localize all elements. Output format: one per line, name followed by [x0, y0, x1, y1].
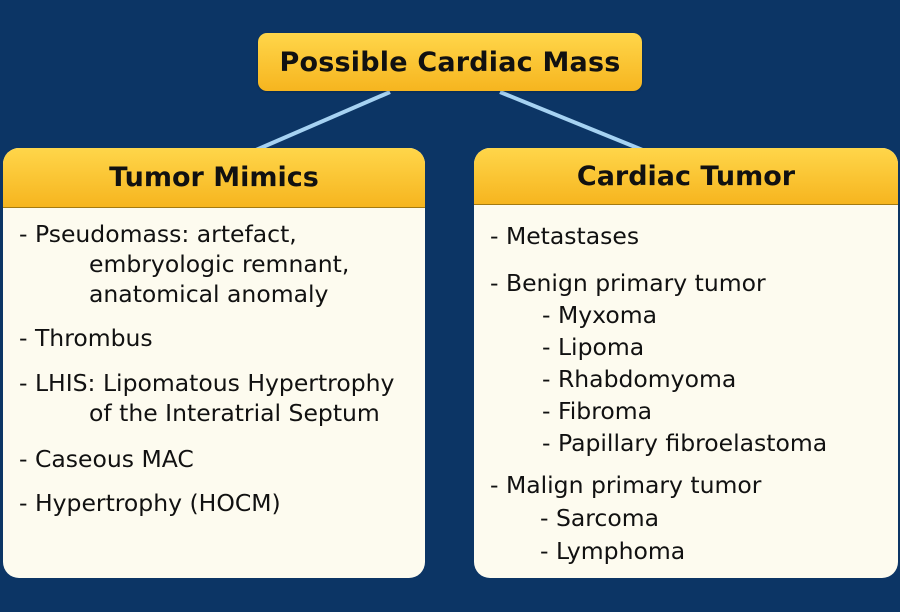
tumor-item-malign-primary: - Malign primary tumor	[490, 471, 762, 499]
tumor-subitem-rhabdomyoma: - Rhabdomyoma	[542, 365, 737, 393]
tumor-mimics-card: Tumor Mimics - Pseudomass: artefact, emb…	[3, 148, 425, 578]
tumor-mimics-header: Tumor Mimics	[3, 148, 425, 208]
mimic-item-caseous-mac: - Caseous MAC	[19, 445, 194, 473]
tumor-subitem-sarcoma: - Sarcoma	[540, 504, 660, 532]
mimic-item-pseudomass-line3: anatomical anomaly	[89, 280, 329, 308]
connector-to-tumor-mimics	[255, 90, 391, 152]
tumor-mimics-title: Tumor Mimics	[109, 162, 319, 193]
tumor-subitem-myxoma: - Myxoma	[542, 301, 657, 329]
connector-to-cardiac-tumor	[499, 90, 646, 153]
mimic-item-thrombus: - Thrombus	[19, 324, 153, 352]
tumor-subitem-lymphoma: - Lymphoma	[540, 537, 686, 565]
tumor-item-benign-primary: - Benign primary tumor	[490, 269, 766, 297]
mimic-item-lhis-line2: of the Interatrial Septum	[89, 399, 380, 427]
tumor-subitem-papillary-fibroelastoma: - Papillary fibroelastoma	[542, 429, 828, 457]
mimic-item-pseudomass-line2: embryologic remnant,	[89, 250, 350, 278]
cardiac-tumor-header: Cardiac Tumor	[474, 148, 898, 205]
mimic-item-pseudomass: - Pseudomass: artefact,	[19, 220, 297, 248]
cardiac-tumor-title: Cardiac Tumor	[576, 160, 796, 192]
tumor-subitem-fibroma: - Fibroma	[542, 397, 653, 425]
mimic-item-hypertrophy: - Hypertrophy (HOCM)	[19, 489, 281, 517]
mimic-item-lhis: - LHIS: Lipomatous Hypertrophy	[19, 369, 395, 397]
root-node-label: Possible Cardiac Mass	[279, 46, 621, 78]
tumor-item-metastases: - Metastases	[490, 222, 640, 250]
tumor-subitem-lipoma: - Lipoma	[542, 333, 645, 361]
cardiac-tumor-card: Cardiac Tumor - Metastases - Benign prim…	[474, 148, 898, 578]
root-node-possible-cardiac-mass: Possible Cardiac Mass	[258, 33, 642, 91]
